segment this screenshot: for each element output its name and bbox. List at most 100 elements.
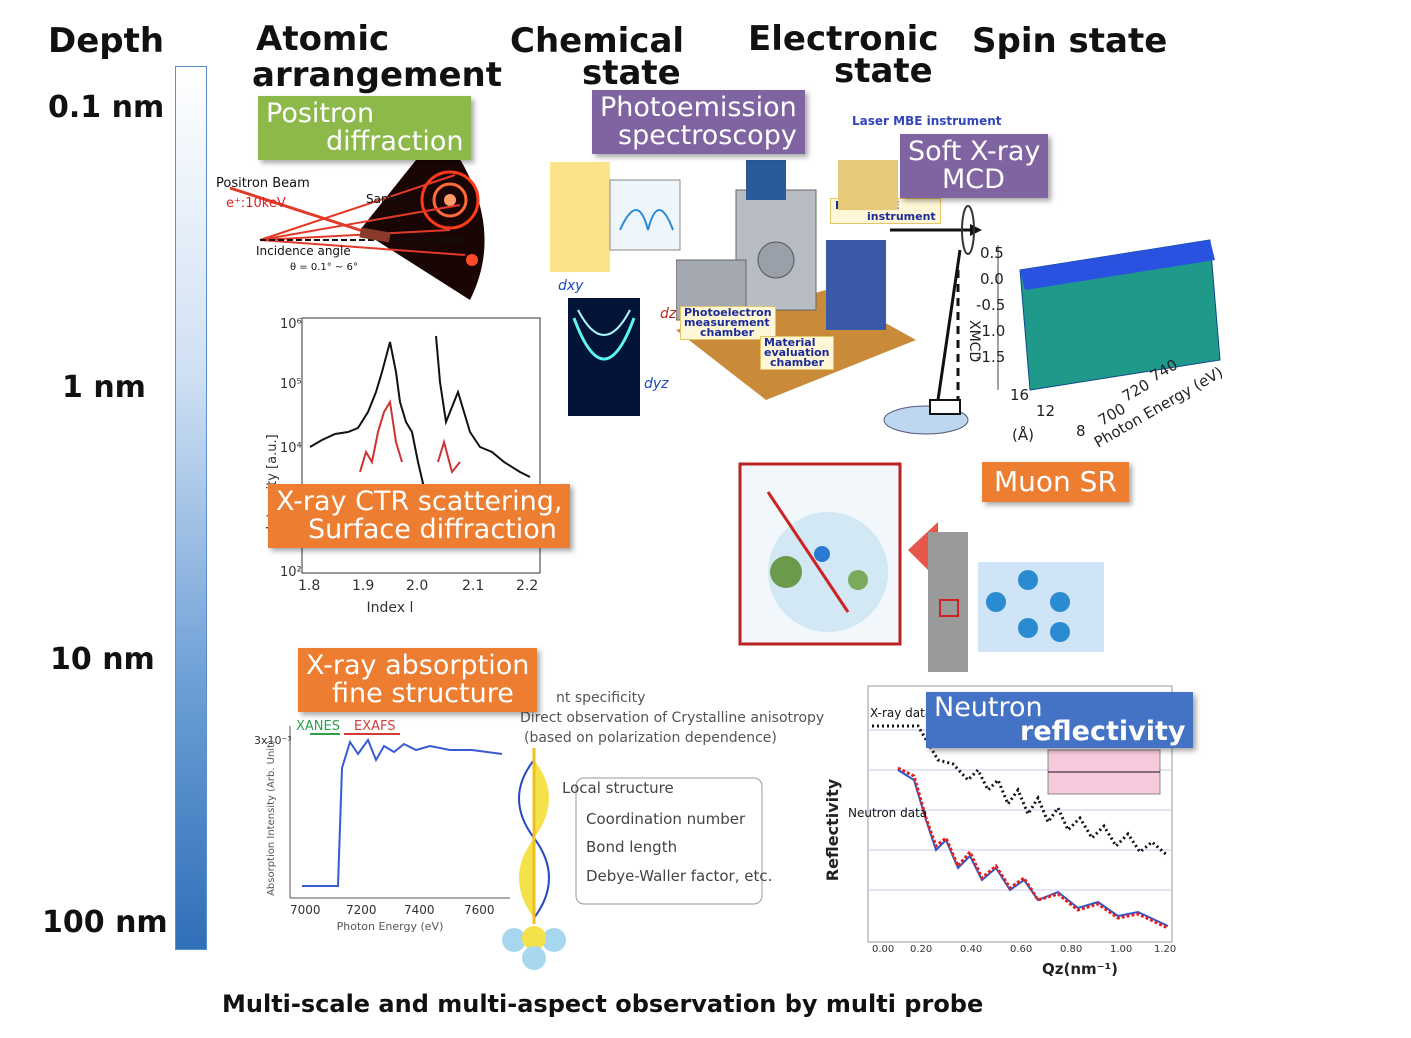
probe-tag-xafs: X-ray absorption fine structure xyxy=(298,648,538,712)
header-spin: Spin state xyxy=(972,21,1168,61)
muon-particle xyxy=(1018,570,1038,590)
header-atomic-line2: arrangement xyxy=(252,55,502,95)
electron-cloud xyxy=(768,512,888,632)
incidence-angle-label: Incidence angle xyxy=(256,244,351,258)
ctr-xlabel: Index l xyxy=(367,600,414,616)
depth-label-0-1nm: 0.1 nm xyxy=(48,90,165,125)
laser-mbe-top-label: Laser MBE instrument xyxy=(852,114,1002,128)
muon-particle xyxy=(986,592,1006,612)
ctr-curve-black-right xyxy=(435,335,531,478)
xmcd-depth-tick: 8 xyxy=(1076,422,1086,440)
probe-tag-soft-xray: Soft X-ray MCD xyxy=(900,134,1049,198)
xmcd-surface-top xyxy=(1020,240,1215,290)
positron-energy-label: e⁺:10keV xyxy=(226,196,286,211)
xmcd-ztick: -1.5 xyxy=(976,348,1005,366)
layer-stack xyxy=(550,162,610,272)
theta-range-label: θ = 0.1° ~ 6° xyxy=(290,262,358,273)
xafs-xtick: 7400 xyxy=(404,903,435,917)
xafs-note-line2: Direct observation of Crystalline anisot… xyxy=(520,710,825,726)
xafs-note-line1: nt specificity xyxy=(556,690,646,706)
depth-label-10nm: 10 nm xyxy=(50,642,155,677)
xmcd-ztick: 0.5 xyxy=(980,244,1004,262)
muon-beam xyxy=(978,562,1104,652)
zoom-region xyxy=(939,599,959,617)
depth-scale-bar xyxy=(175,66,207,950)
xmcd-illustration: 0.5 0.0 -0.5 -1.0 -1.5 XMCD 16 12 8 (Å) … xyxy=(838,160,1226,450)
band-curve xyxy=(572,317,636,361)
ctr-xtick: 2.2 xyxy=(516,578,538,594)
ctr-plot: 10⁶ 10⁵ 10⁴ 10² 1.8 1.9 2.0 2.1 2.2 Inde… xyxy=(265,317,541,616)
header-electronic-line1: Electronic xyxy=(748,19,939,59)
muon-particle xyxy=(1050,622,1070,642)
ctr-xtick: 1.9 xyxy=(352,578,374,594)
local-structure-item: Bond length xyxy=(586,838,678,856)
beam-ray xyxy=(259,239,466,256)
central-atom xyxy=(522,926,546,950)
local-structure-box xyxy=(575,777,763,905)
ctr-xtick: 2.1 xyxy=(462,578,484,594)
header-atomic-line1: Atomic xyxy=(256,19,390,59)
xafs-xtick: 7000 xyxy=(290,903,321,917)
ctr-curve-red xyxy=(359,399,403,473)
neutron-xtick: 1.20 xyxy=(1154,944,1176,955)
xmcd-ztick: -1.0 xyxy=(976,322,1005,340)
instrument-top xyxy=(746,160,786,200)
band-curve xyxy=(577,309,631,336)
figure-caption: Multi-scale and multi-aspect observation… xyxy=(222,990,984,1018)
neutron-xtick: 0.80 xyxy=(1060,944,1082,955)
potential-curve xyxy=(619,209,674,231)
xray-beam-arrow xyxy=(970,224,982,236)
probe-tag-neutron: Neutron reflectivity xyxy=(926,692,1194,748)
potential-diagram xyxy=(609,179,681,251)
photoelectron-chamber-label: Photoelectron measurement chamber xyxy=(680,306,776,340)
muon-spin-arrow xyxy=(766,491,850,613)
sample-label: Sample xyxy=(366,192,411,206)
xray-data-label: X-ray data xyxy=(870,706,933,720)
xmcd-zlabel: XMCD xyxy=(966,320,982,362)
muon-target-plate xyxy=(928,532,968,672)
header-chemical-line2: state xyxy=(582,53,681,93)
xmcd-ztick: 0.0 xyxy=(980,270,1004,288)
xafs-plot: XANES EXAFS 3x10⁻³ 7000 7200 7400 7600 P… xyxy=(254,719,763,970)
xafs-xlabel: Photon Energy (eV) xyxy=(337,920,444,933)
muon-particle xyxy=(1050,592,1070,612)
diffraction-ring xyxy=(420,170,480,230)
local-structure-item: Debye-Waller factor, etc. xyxy=(586,867,773,885)
local-structure-title: Local structure xyxy=(562,779,674,797)
ctr-ytick: 10² xyxy=(280,565,302,580)
xmcd-depth-label: (Å) xyxy=(1012,425,1034,444)
beam-down xyxy=(936,249,962,401)
muon-particle xyxy=(1018,618,1038,638)
ctr-ytick: 10⁴ xyxy=(280,441,302,456)
nucleus-small xyxy=(848,570,868,590)
xmcd-energy-tick: 720 xyxy=(1119,376,1153,406)
xmcd-depth-tick: 16 xyxy=(1010,386,1029,404)
neutron-data-label: Neutron data xyxy=(848,806,928,820)
xafs-yscale: 3x10⁻³ xyxy=(254,734,292,747)
ctr-curve-black xyxy=(309,341,431,523)
neutron-ylabel: Reflectivity xyxy=(823,778,842,881)
probe-tag-ctr: X-ray CTR scattering, Surface diffractio… xyxy=(268,484,571,548)
xanes-label: XANES xyxy=(296,719,340,734)
chamber-port xyxy=(757,241,795,279)
xmcd-depth-tick: 12 xyxy=(1036,402,1055,420)
xmcd-ztick: -0.5 xyxy=(976,296,1005,314)
diffraction-spot xyxy=(444,194,456,206)
neutron-xtick: 1.00 xyxy=(1110,944,1132,955)
xafs-xtick: 7200 xyxy=(346,903,377,917)
exafs-label: EXAFS xyxy=(354,719,396,734)
neutron-data-curve xyxy=(897,766,1169,930)
local-structure-item: Coordination number xyxy=(586,810,746,828)
band-structure-illustration: dxy dzx dyz xyxy=(550,162,685,416)
beam-ray xyxy=(259,204,461,241)
atom xyxy=(522,946,546,970)
ctr-ytick: 10⁶ xyxy=(280,317,302,332)
diffraction-spot-lower xyxy=(466,254,478,266)
beam-ray xyxy=(259,229,451,241)
depth-label-100nm: 100 nm xyxy=(42,905,168,940)
neutron-xlabel: Qz(nm⁻¹) xyxy=(1042,960,1118,978)
material-chamber-label: Material evaluation chamber xyxy=(760,336,834,370)
sample-holder xyxy=(929,399,961,415)
ctr-ytick: 10⁵ xyxy=(280,377,302,392)
xafs-ylabel: Absorption Intensity (Arb. Unit) xyxy=(266,740,277,896)
